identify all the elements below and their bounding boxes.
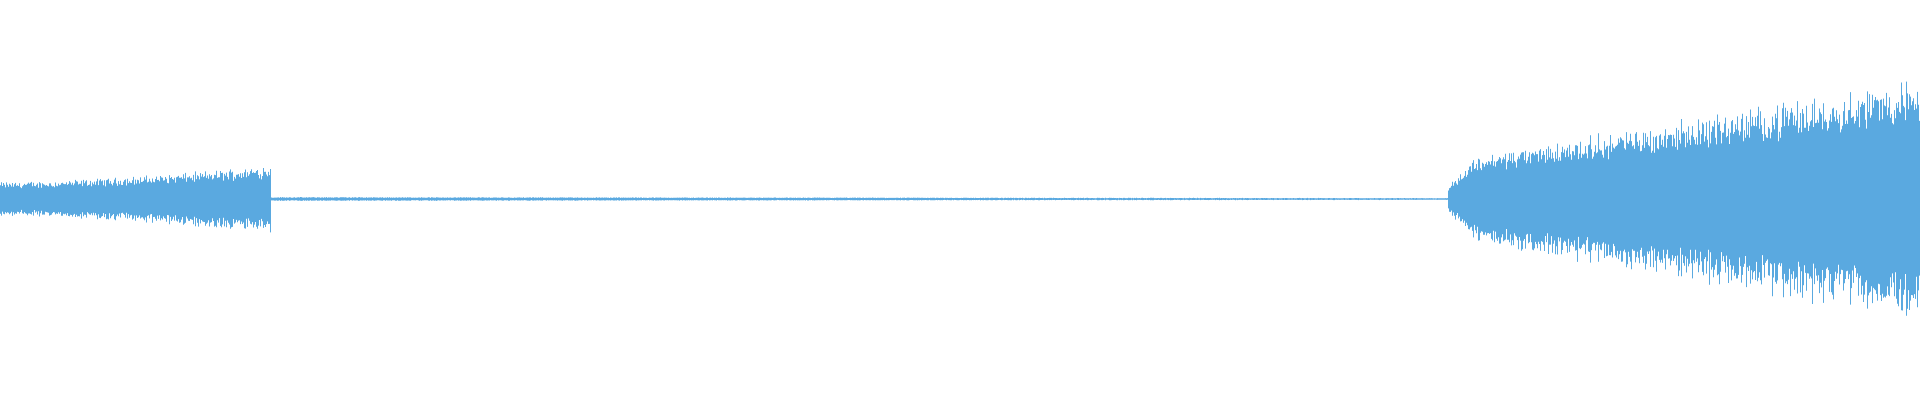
- waveform-path: [0, 81, 1920, 316]
